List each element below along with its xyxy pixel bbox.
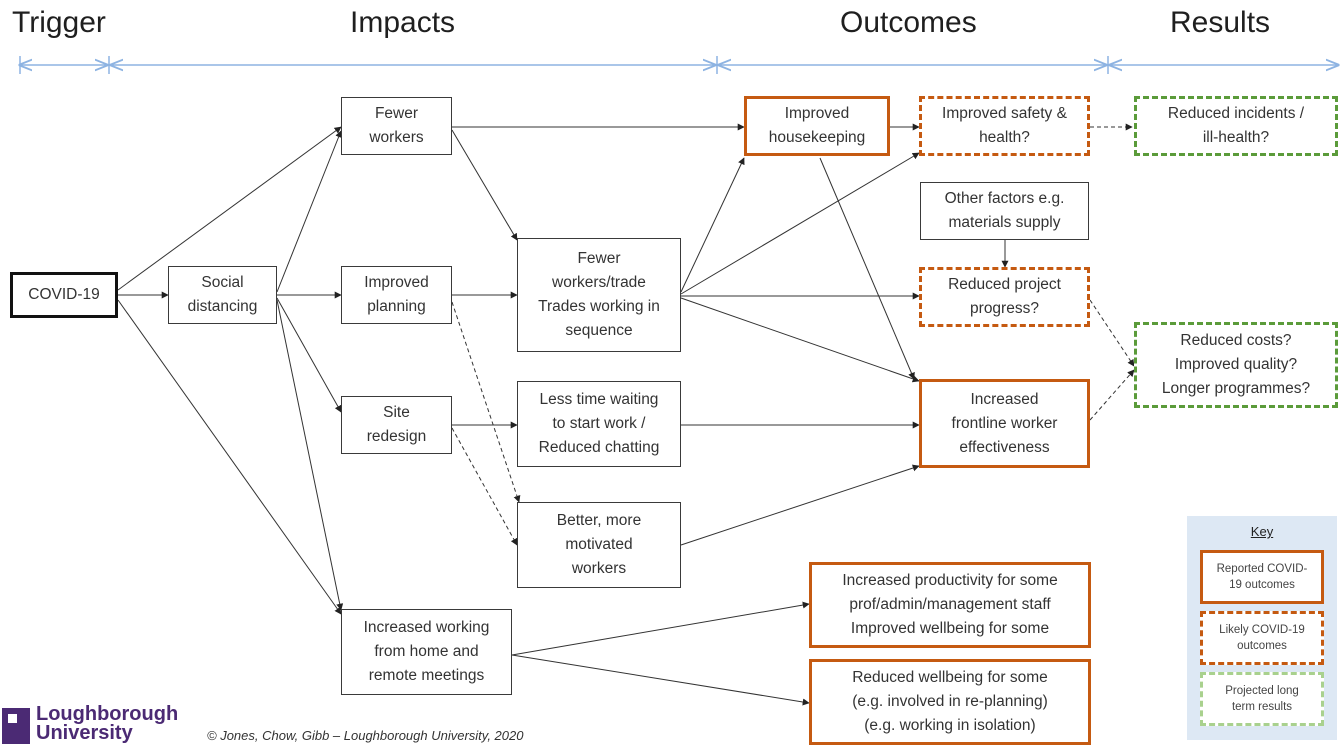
node-other-factors: Other factors e.g. materials supply <box>920 182 1089 240</box>
university-logo: Loughborough University <box>0 703 200 747</box>
university-crest-icon <box>2 708 30 744</box>
header-results: Results <box>1170 6 1271 39</box>
node-reduced-wellbeing: Reduced wellbeing for some (e.g. involve… <box>809 659 1091 745</box>
node-reduced-costs: Reduced costs? Improved quality? Longer … <box>1134 322 1338 408</box>
solid-arrows <box>117 123 1009 706</box>
node-better-workers: Better, more motivated workers <box>517 502 681 588</box>
legend-likely: Likely COVID-19 outcomes <box>1200 611 1324 665</box>
node-less-time-waiting: Less time waiting to start work / Reduce… <box>517 381 681 467</box>
dashed-arrows <box>451 123 1135 546</box>
node-improved-safety: Improved safety & health? <box>919 96 1090 156</box>
node-increased-productivity: Increased productivity for some prof/adm… <box>809 562 1091 648</box>
header-impacts: Impacts <box>350 6 456 39</box>
legend-title: Key <box>1250 524 1274 539</box>
node-working-from-home: Increased working from home and remote m… <box>341 609 512 695</box>
node-fewer-workers-trade: Fewer workers/trade Trades working in se… <box>517 238 681 352</box>
node-fewer-workers: Fewer workers <box>341 97 452 155</box>
node-frontline-effectiveness: Increased frontline worker effectiveness <box>919 379 1090 468</box>
node-reduced-progress: Reduced project progress? <box>919 267 1090 327</box>
header-outcomes: Outcomes <box>840 6 977 39</box>
node-social-distancing: Social distancing <box>168 266 277 324</box>
node-improved-planning: Improved planning <box>341 266 452 324</box>
legend-projected: Projected long term results <box>1200 672 1324 726</box>
legend-key: Key Reported COVID- 19 outcomes Likely C… <box>1187 516 1337 740</box>
timeline <box>20 56 1338 74</box>
node-improved-housekeeping: Improved housekeeping <box>744 96 890 156</box>
copyright-notice: © Jones, Chow, Gibb – Loughborough Unive… <box>207 728 524 743</box>
legend-reported: Reported COVID- 19 outcomes <box>1200 550 1324 604</box>
header-trigger: Trigger <box>12 6 106 39</box>
node-site-redesign: Site redesign <box>341 396 452 454</box>
university-logo-text: Loughborough University <box>36 703 179 744</box>
node-covid-19: COVID-19 <box>10 272 118 318</box>
node-reduced-incidents: Reduced incidents / ill-health? <box>1134 96 1338 156</box>
